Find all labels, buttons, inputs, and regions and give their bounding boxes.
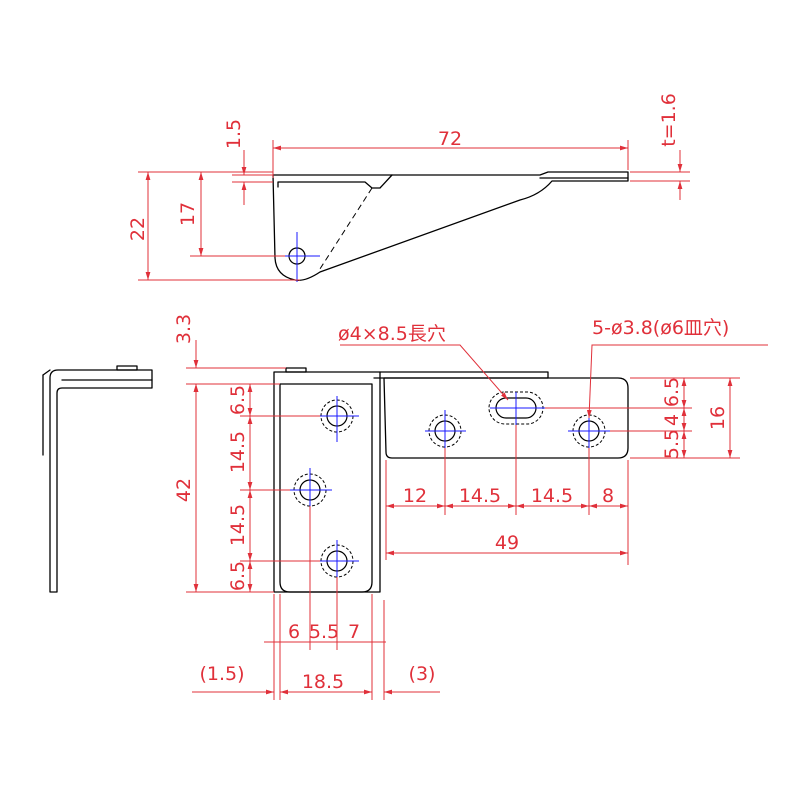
plate-hole-mid [288,468,332,512]
dim-flange-height-label: 16 [707,406,729,430]
dim-flange-pitch-4-label: 8 [602,485,614,507]
front-flange-plate [383,377,629,459]
top-view-outline [272,171,629,281]
dim-top-length: 72 [272,128,629,178]
dim-flange-pitch-2-label: 14.5 [459,485,501,507]
front-view [273,367,629,593]
dim-top-lip: 1.5 [223,119,273,205]
dim-front-height: 42 [173,384,274,593]
side-view-tab [116,365,138,371]
dim-top-length-label: 72 [438,128,462,150]
dim-h-width-left-label: 6 [288,621,300,643]
dim-flange-v-top-label: 6.5 [661,377,683,407]
dim-v-pitch-d-label: 6.5 [227,561,249,591]
side-view-inner-line-2 [42,369,51,376]
dim-h-width-right-label: 7 [348,621,360,643]
dim-plate-width-total: (1.5) 18.5 (3) [192,594,440,700]
dim-front-tab-label: 3.3 [173,314,195,344]
front-dimensions: 3.3 42 6.5 14.5 14.5 6.5 [173,314,740,700]
plate-hole-bottom [315,540,359,583]
callouts: ø4×8.5長穴 5-ø3.8(ø6皿穴) [338,317,768,419]
dim-top-height-inner: 17 [177,172,285,257]
dim-flange-pitch-chain: 12 14.5 14.5 8 [385,425,629,565]
front-flange-outline [373,371,549,379]
dim-flange-height: 16 [707,378,733,458]
dim-plate-width-chain: 6 5.5 7 [264,506,386,700]
dim-v-pitch-c-label: 14.5 [227,504,249,546]
dim-plate-pitch-chain: 6.5 14.5 14.5 6.5 [227,384,320,592]
dim-top-height-label: 22 [127,217,149,241]
dim-v-pitch-a-label: 6.5 [227,385,249,415]
top-view-hole [282,232,320,282]
top-view-hidden-line [317,187,373,273]
dim-flange-v-chain: 6.5 4 5.5 [545,377,740,459]
side-view-outline [49,369,153,593]
dim-h-width-mid-label: 5.5 [309,621,339,643]
dim-right-offset-label: (3) [409,663,436,685]
side-view [42,365,153,593]
slot-callout-label: ø4×8.5長穴 [338,323,446,345]
dim-front-tab: 3.3 [173,314,286,400]
dim-top-thickness: t=1.6 [630,93,690,200]
dim-top-height: 22 [127,171,300,281]
top-view-inner-edge [277,174,393,189]
dim-flange-length: 49 [386,532,628,556]
flange-hole-right [568,410,610,452]
dim-flange-pitch-3-label: 14.5 [531,485,573,507]
front-plate-inner [279,383,373,593]
flange-slot [488,391,545,425]
dim-left-offset-label: (1.5) [199,663,244,685]
dim-top-height-inner-label: 17 [177,202,199,226]
dim-v-pitch-b-label: 14.5 [227,431,249,473]
front-plate-tab [285,367,307,373]
dim-top-lip-label: 1.5 [223,119,245,149]
dim-flange-v-mid-label: 4 [661,414,683,426]
dim-flange-pitch-1-label: 12 [403,485,427,507]
dim-front-height-label: 42 [173,478,195,502]
dim-flange-v-bot-label: 5.5 [661,429,683,459]
dim-top-thickness-label: t=1.6 [658,93,680,147]
hole-callout-label: 5-ø3.8(ø6皿穴) [592,317,729,339]
dim-plate-width-label: 18.5 [302,671,344,693]
flange-hole-left [425,410,466,452]
slot-callout: ø4×8.5長穴 [338,323,509,401]
dim-flange-length-label: 49 [495,532,519,554]
hole-callout: 5-ø3.8(ø6皿穴) [586,317,768,419]
top-view: 72 t=1.6 1.5 22 17 [127,93,690,282]
plate-hole-top [315,396,359,442]
